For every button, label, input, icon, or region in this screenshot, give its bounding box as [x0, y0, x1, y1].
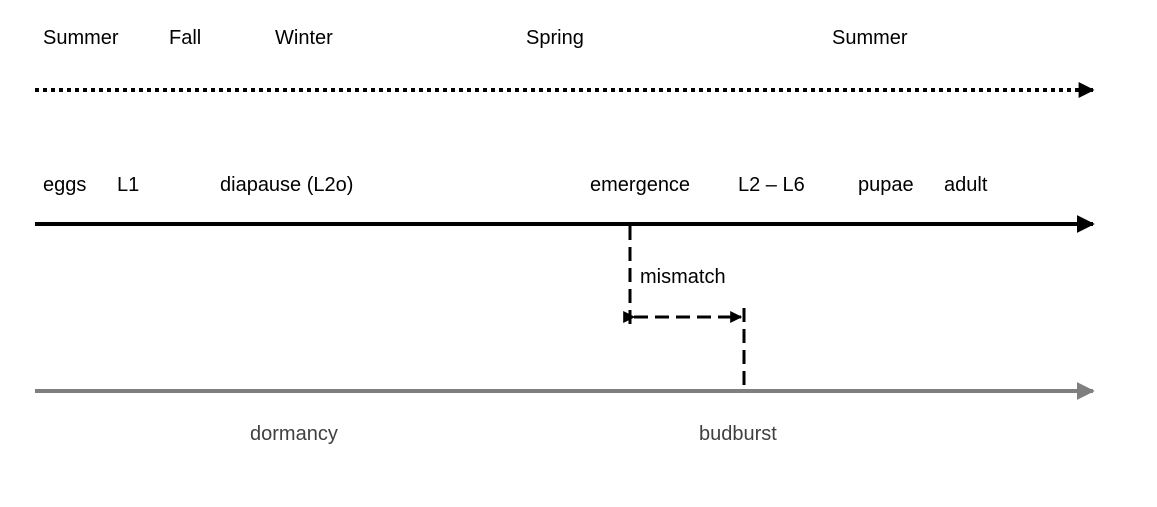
season-label-spring: Spring — [526, 27, 584, 49]
season-label-summer-end: Summer — [832, 27, 908, 49]
stage-label-adult: adult — [944, 174, 988, 196]
stage-label-l2-l6: L2 – L6 — [738, 174, 805, 196]
host-label-dormancy: dormancy — [250, 423, 338, 445]
stage-label-pupae: pupae — [858, 174, 914, 196]
season-label-fall: Fall — [169, 27, 202, 49]
stage-label-emergence: emergence — [590, 174, 691, 196]
stage-label-eggs: eggs — [43, 174, 87, 196]
mismatch-label: mismatch — [640, 266, 726, 288]
season-label-summer-start: Summer — [43, 27, 119, 49]
host-label-budburst: budburst — [699, 423, 777, 445]
season-label-winter: Winter — [275, 27, 333, 49]
stage-label-diapause: diapause (L2o) — [220, 174, 354, 196]
stage-label-l1: L1 — [117, 174, 140, 196]
